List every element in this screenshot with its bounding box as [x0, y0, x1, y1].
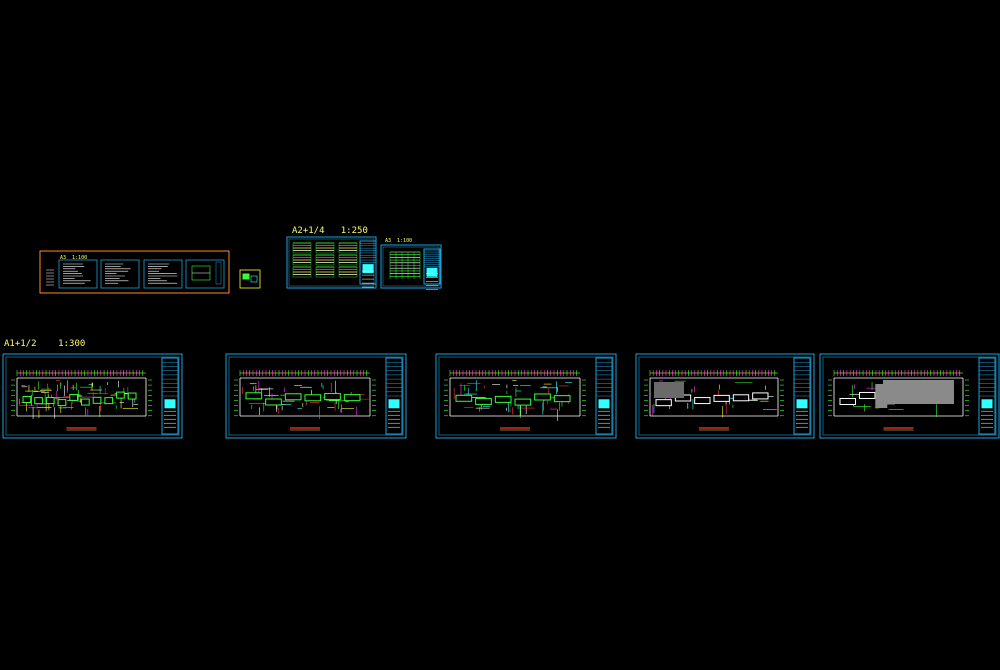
sheet-border: [2, 353, 183, 439]
sheet-inner-border: [822, 356, 997, 436]
title-block-logo: [164, 399, 176, 409]
0.5: [514, 398, 532, 406]
sheet-inner-border: [438, 356, 614, 436]
0.5: [81, 398, 90, 406]
shaded-zone: [654, 382, 684, 398]
detail-frame: [315, 242, 335, 254]
0.5: [69, 393, 79, 401]
stamp-mark: [242, 273, 250, 280]
sheet-border: [380, 244, 442, 289]
a1-scale-label: A1+1/2 1:300: [4, 339, 86, 349]
sheet-inner-border: [228, 356, 404, 436]
0.5: [92, 396, 102, 404]
0.5: [245, 392, 263, 400]
0.5: [839, 397, 856, 405]
0.5: [324, 393, 341, 401]
0.5: [34, 397, 43, 405]
0.5: [455, 394, 473, 402]
sheet-inner-border: [638, 356, 812, 436]
title-block-logo: [598, 399, 610, 409]
shaded-zone: [883, 380, 954, 404]
selection-outline: [39, 250, 230, 294]
sheet-inner-border: [5, 356, 180, 436]
detail-frame: [338, 254, 358, 266]
0.5: [104, 397, 114, 405]
0.5: [265, 398, 282, 406]
stamp-block: [239, 269, 261, 289]
detail-frame: [292, 242, 312, 254]
title-block: [215, 261, 222, 285]
0.5: [534, 393, 551, 401]
title-block-logo: [981, 399, 993, 409]
title-block-logo: [388, 399, 400, 409]
title-block-logo: [796, 399, 808, 409]
0.5: [22, 396, 32, 404]
cover-page-border: [58, 259, 98, 289]
cover-sheet-label: A3 1:100: [60, 255, 88, 261]
stamp-mark: [250, 275, 258, 283]
a2-scale-label: A2+1/4 1:250: [292, 226, 368, 236]
title-block-logo: [362, 264, 374, 274]
cover-page-border: [185, 259, 225, 289]
sheet-border: [435, 353, 617, 439]
sheet-border: [635, 353, 815, 439]
0.5: [127, 392, 137, 400]
0.5: [732, 394, 750, 402]
0.5: [494, 395, 512, 403]
detail-frame: [338, 242, 358, 254]
cover-page-border: [100, 259, 140, 289]
0.5: [116, 391, 125, 399]
detail-frame: [315, 254, 335, 266]
0.5: [57, 399, 67, 407]
0.5: [343, 394, 361, 402]
0.5: [752, 392, 769, 400]
detail-frame: [292, 254, 312, 266]
shaded-zone: [875, 384, 888, 408]
sheet-border: [819, 353, 1000, 439]
0.5: [304, 394, 322, 402]
a3-scale-label: A3 1:100: [385, 238, 413, 244]
0.5: [694, 397, 711, 405]
detail-frame: [315, 266, 335, 278]
0.5: [284, 393, 302, 401]
0.5: [655, 399, 672, 407]
detail-frame: [338, 266, 358, 278]
detail-frame: [292, 266, 312, 278]
0.5: [475, 397, 492, 405]
sheet-border: [225, 353, 407, 439]
0.5: [859, 391, 876, 399]
title-block-logo: [426, 267, 438, 277]
cover-page-border: [143, 259, 183, 289]
0.5: [45, 397, 55, 405]
0.5: [553, 395, 571, 403]
0.5: [713, 394, 730, 402]
